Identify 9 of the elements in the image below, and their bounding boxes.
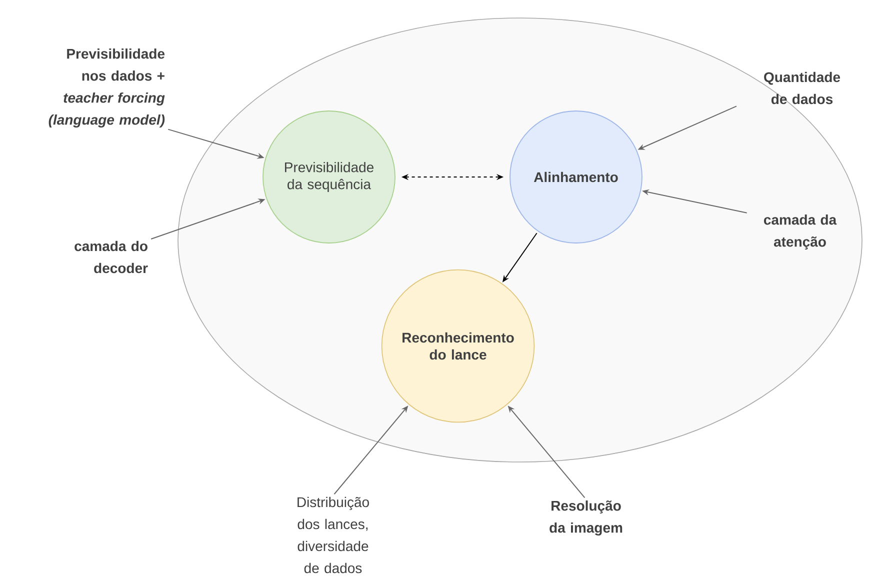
annotation-text: camada do decoder (74, 240, 148, 274)
annotation-text: Quantidade de dados (764, 72, 840, 104)
annotation-text: Resolução da imagem (550, 500, 622, 536)
annotation-text: Distribuição dos lances, diversidade de dados (298, 496, 369, 574)
circle-node: Reconhecimento do lance (381, 269, 535, 423)
circle-node: Previsibilidade da sequência (262, 110, 396, 244)
annotation-text: Previsibilidade nos dados + teacher forcing (language model) (48, 48, 165, 128)
circle-node: Alinhamento (510, 110, 642, 244)
annotation-text: camada da atenção (764, 214, 837, 250)
